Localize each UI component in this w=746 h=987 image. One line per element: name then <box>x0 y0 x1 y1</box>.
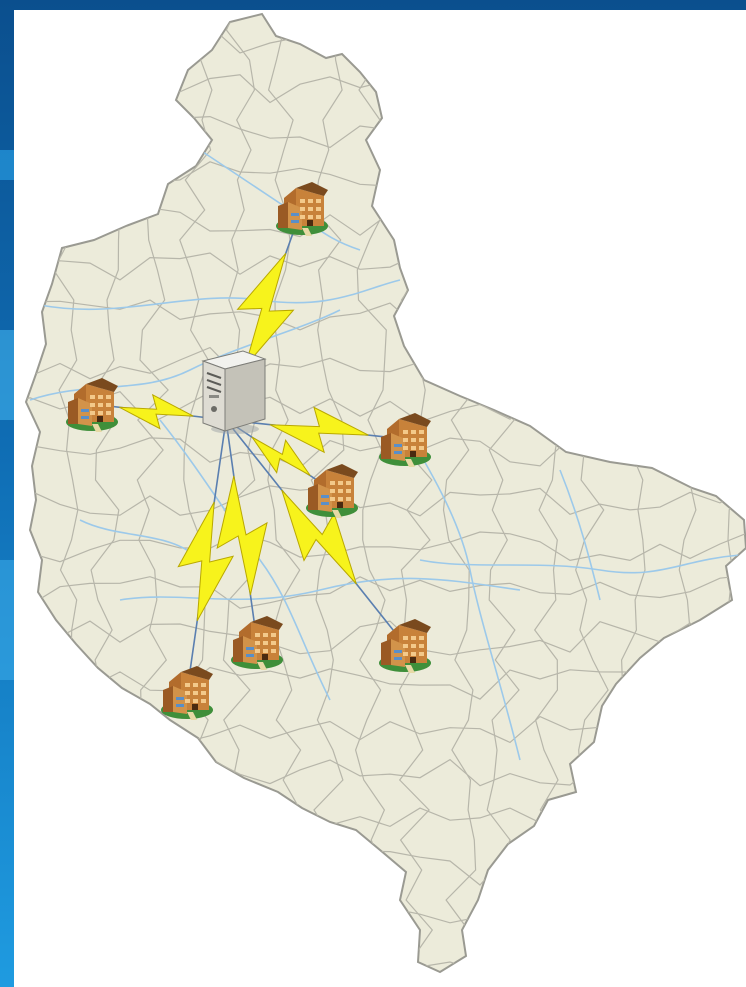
school-building-icon <box>66 378 118 432</box>
river-line <box>159 419 331 701</box>
school-building-icon <box>276 182 328 236</box>
lightning-bolt-icon <box>281 489 357 585</box>
district-border-line <box>26 896 746 931</box>
school-building-icon <box>161 666 213 720</box>
background-light-streak <box>0 150 14 180</box>
district-border-line <box>26 620 746 656</box>
district-border-line <box>26 850 746 886</box>
district-border-line <box>26 574 746 609</box>
server-icon <box>201 350 267 434</box>
river-line <box>559 469 601 601</box>
network-nodes <box>66 182 431 720</box>
lightning-bolt-icon <box>177 501 235 622</box>
lightning-bolt-icon <box>251 436 311 477</box>
school-building-icon <box>379 619 431 673</box>
district-border-line <box>26 531 746 563</box>
background-light-streak <box>0 560 14 680</box>
network-links <box>91 207 406 693</box>
region-map-shape <box>24 12 746 974</box>
river-line <box>399 419 521 761</box>
school-building-icon <box>306 464 358 518</box>
lightning-bolt-icon <box>216 475 268 596</box>
district-border-line <box>706 14 742 972</box>
link-east <box>225 406 406 454</box>
district-border-line <box>26 485 746 517</box>
school-building-icon <box>379 413 431 467</box>
river-line <box>119 577 521 601</box>
district-border-line <box>26 666 746 700</box>
district-border-line <box>26 942 746 972</box>
link-south-west <box>177 419 235 693</box>
district-border-line <box>26 24 746 57</box>
district-border-line <box>26 14 38 972</box>
lightning-bolt-icon <box>236 252 295 367</box>
link-south-center <box>216 419 268 643</box>
background-light-streak <box>0 330 14 420</box>
school-building-icon <box>231 616 283 670</box>
link-south-east <box>225 419 406 646</box>
lightning-bolt-icon <box>269 406 369 454</box>
lightning-bolt-icon <box>119 393 194 430</box>
